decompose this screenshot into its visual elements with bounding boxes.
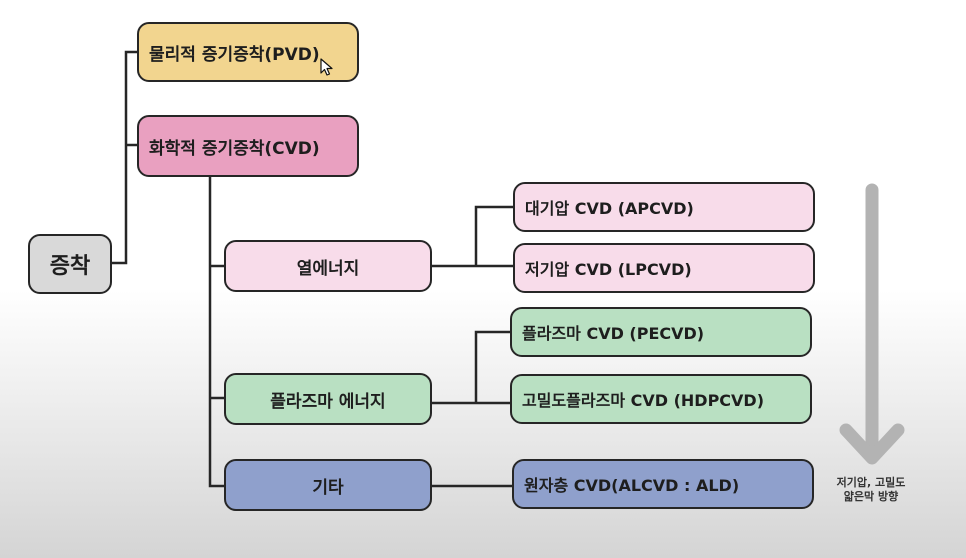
mouse-cursor-icon — [320, 58, 333, 76]
node-lpcvd-label: 저기압 CVD (LPCVD) — [525, 260, 692, 279]
node-other-label: 기타 — [312, 477, 344, 498]
node-cvd-label: 화학적 증기증착(CVD) — [149, 138, 320, 159]
direction-note: 저기압, 고밀도 얇은막 방향 — [816, 476, 926, 504]
node-pvd-label: 물리적 증기증착(PVD) — [149, 44, 320, 65]
node-pecvd-label: 플라즈마 CVD (PECVD) — [522, 324, 705, 343]
node-alcvd-label: 원자층 CVD(ALCVD : ALD) — [524, 476, 740, 495]
down-arrow-icon — [839, 183, 905, 465]
node-apcvd-label: 대기압 CVD (APCVD) — [525, 199, 694, 218]
node-deposition: 증착 — [28, 234, 112, 294]
node-lpcvd: 저기압 CVD (LPCVD) — [513, 243, 815, 293]
node-apcvd: 대기압 CVD (APCVD) — [513, 182, 815, 232]
direction-note-line-2: 얇은막 방향 — [843, 490, 899, 503]
node-thermal-energy-label: 열에너지 — [296, 258, 360, 279]
node-hdpcvd: 고밀도플라즈마 CVD (HDPCVD) — [510, 374, 812, 424]
node-deposition-label: 증착 — [49, 254, 91, 279]
node-hdpcvd-label: 고밀도플라즈마 CVD (HDPCVD) — [522, 391, 765, 410]
node-plasma-energy-label: 플라즈마 에너지 — [270, 391, 386, 412]
node-cvd: 화학적 증기증착(CVD) — [137, 115, 359, 177]
node-plasma-energy: 플라즈마 에너지 — [224, 373, 432, 425]
node-other: 기타 — [224, 459, 432, 511]
node-pecvd: 플라즈마 CVD (PECVD) — [510, 307, 812, 357]
direction-note-line-1: 저기압, 고밀도 — [836, 476, 906, 489]
node-alcvd: 원자층 CVD(ALCVD : ALD) — [512, 459, 814, 509]
node-thermal-energy: 열에너지 — [224, 240, 432, 292]
